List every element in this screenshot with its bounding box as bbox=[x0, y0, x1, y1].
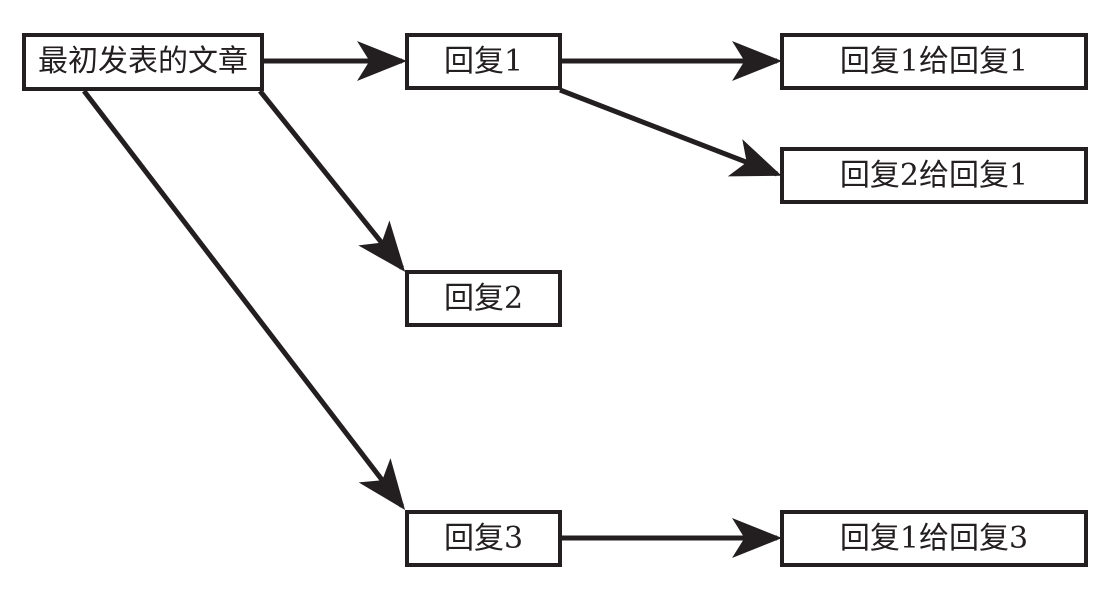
node-reply-2: 回复2 bbox=[405, 270, 562, 327]
node-reply-3: 回复3 bbox=[405, 510, 562, 567]
node-reply-1: 回复1 bbox=[405, 33, 562, 90]
node-reply-2-to-reply-1: 回复2给回复1 bbox=[780, 147, 1088, 204]
arrow-root-to-reply3 bbox=[82, 89, 406, 510]
node-reply-1-to-reply-1: 回复1给回复1 bbox=[780, 33, 1088, 90]
arrow-reply1-to-reply2-to-reply1 bbox=[559, 87, 782, 177]
node-reply-1-to-reply-3: 回复1给回复3 bbox=[780, 510, 1088, 567]
arrow-root-to-reply2 bbox=[258, 89, 406, 272]
node-original-article: 最初发表的文章 bbox=[22, 33, 264, 91]
